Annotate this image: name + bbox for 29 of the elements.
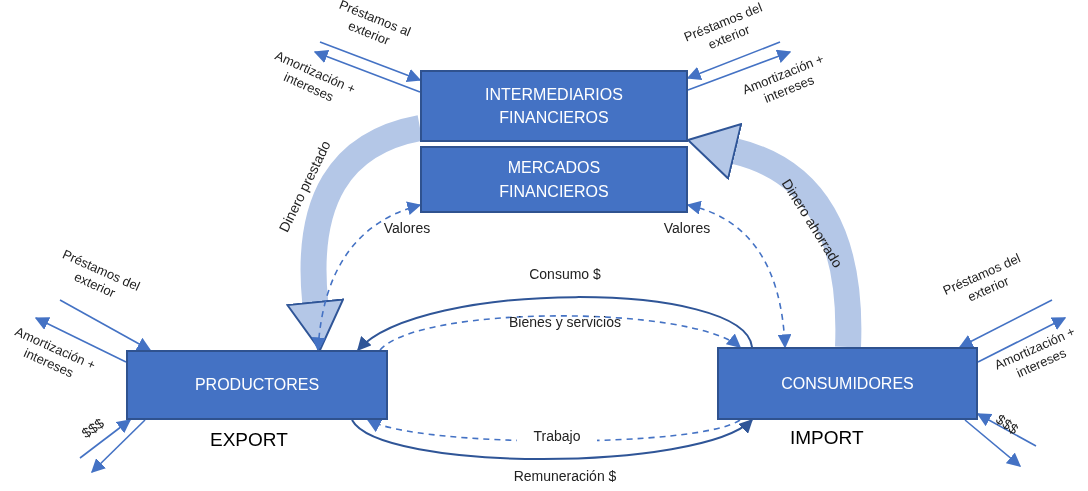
process-box: PRODUCTORES [126,350,388,420]
edge-label: Trabajo [517,428,597,445]
arrow [59,299,152,351]
arrow [964,419,1022,467]
arrow [351,419,754,460]
arrow [312,202,422,352]
arrow [977,317,1067,363]
process-box: CONSUMIDORES [717,347,978,420]
arrow [91,419,146,473]
arrow [379,315,742,351]
arrow [319,41,422,83]
arrow [79,419,132,459]
edge-label: Bienes y servicios [507,314,622,331]
edge-label: $$$ [77,413,108,444]
edge-label: Valores [662,220,712,237]
edge-label: $$$ [992,409,1023,440]
arrow [356,296,753,351]
box-caption: EXPORT [210,428,288,452]
arrow [313,49,421,93]
process-box: INTERMEDIARIOS FINANCIEROS [420,70,688,142]
arrow [958,299,1053,348]
edge-label: Remuneración $ [512,468,618,485]
arrow [687,49,792,91]
block-arrow [687,123,862,348]
arrow [34,317,127,363]
process-box: MERCADOS FINANCIEROS [420,146,688,213]
edge-label: Consumo $ [528,266,602,283]
box-caption: IMPORT [790,426,864,450]
edge-label: Valores [382,220,432,237]
